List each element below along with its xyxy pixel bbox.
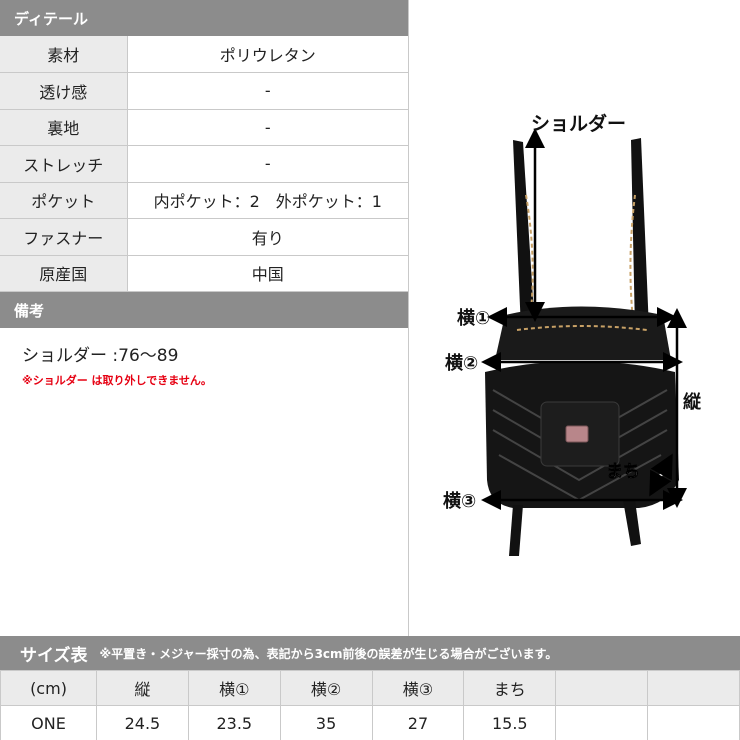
size-header-cell: (cm) [0, 670, 97, 706]
size-header-cell: 横③ [371, 670, 465, 706]
right-bottom-strap [623, 500, 641, 546]
height-label: 縦 [683, 391, 702, 413]
size-table: (cm) 縦 横① 横② 横③ まち ONE 24.5 23.5 35 27 1… [0, 670, 740, 740]
detail-value: 中国 [127, 255, 408, 292]
size-cell: 15.5 [463, 705, 557, 740]
table-row: 素材ポリウレタン [0, 36, 408, 73]
memo-note: ※ショルダー は取り外しできません。 [22, 374, 212, 387]
table-row: ファスナー有り [0, 218, 408, 256]
detail-label: ストレッチ [0, 145, 128, 183]
size-cell: 35 [279, 705, 373, 740]
size-cell: 27 [371, 705, 465, 740]
size-cell [555, 705, 649, 740]
size-note: ※平置き・メジャー採寸の為、表記から3cm前後の誤差が生じる場合がございます。 [99, 646, 558, 661]
detail-value: 内ポケット：2 外ポケット：1 [127, 182, 408, 219]
table-row: 透け感- [0, 72, 408, 110]
detail-label: 原産国 [0, 255, 128, 292]
bag-illustration: ショルダー 横① 横② 横③ 縦 まち [443, 112, 702, 556]
size-cell [647, 705, 740, 740]
detail-label: 素材 [0, 36, 128, 73]
size-header-cell [555, 670, 649, 706]
size-cell: ONE [0, 705, 97, 740]
table-row: ストレッチ- [0, 145, 408, 183]
detail-value: - [127, 109, 408, 146]
turn-lock [565, 425, 589, 443]
detail-value: - [127, 145, 408, 183]
size-title: サイズ表 [20, 645, 88, 666]
size-cell: 23.5 [187, 705, 281, 740]
size-header-cell: 横① [187, 670, 281, 706]
table-row: ポケット内ポケット：2 外ポケット：1 [0, 182, 408, 219]
bag-top [495, 306, 671, 360]
size-header-cell: 横② [279, 670, 373, 706]
bag-measurement-figure: ショルダー 横① 横② 横③ 縦 まち [409, 0, 740, 636]
left-bottom-strap [509, 505, 523, 556]
detail-label: ポケット [0, 182, 128, 219]
size-header-cell: まち [463, 670, 557, 706]
detail-label: 裏地 [0, 109, 128, 146]
detail-label: 透け感 [0, 72, 128, 110]
vertical-divider [408, 0, 409, 636]
right-strap [631, 138, 649, 330]
memo-text: ショルダー :76〜89 [22, 346, 179, 366]
detail-table: 素材ポリウレタン 透け感- 裏地- ストレッチ- ポケット内ポケット：2 外ポケ… [0, 36, 408, 292]
width2-label: 横② [445, 352, 478, 374]
depth-label: まち [606, 462, 640, 482]
size-section-header: サイズ表 ※平置き・メジャー採寸の為、表記から3cm前後の誤差が生じる場合がござ… [0, 636, 740, 670]
shoulder-label: ショルダー [531, 112, 626, 135]
right-chain [629, 194, 636, 321]
width3-label: 横③ [443, 490, 476, 512]
size-data-row: ONE 24.5 23.5 35 27 15.5 [0, 705, 740, 740]
detail-section-header: ディテール [0, 0, 408, 36]
detail-label: ファスナー [0, 218, 128, 256]
size-header-row: (cm) 縦 横① 横② 横③ まち [0, 670, 740, 706]
size-header-cell [647, 670, 740, 706]
detail-value: 有り [127, 218, 408, 256]
size-header-cell: 縦 [96, 670, 189, 706]
depth-arrow [649, 453, 673, 497]
table-row: 原産国中国 [0, 255, 408, 292]
detail-value: ポリウレタン [127, 36, 408, 73]
size-cell: 24.5 [96, 705, 189, 740]
table-row: 裏地- [0, 109, 408, 146]
detail-value: - [127, 72, 408, 110]
width1-label: 横① [457, 307, 490, 329]
memo-section-header: 備考 [0, 292, 408, 328]
